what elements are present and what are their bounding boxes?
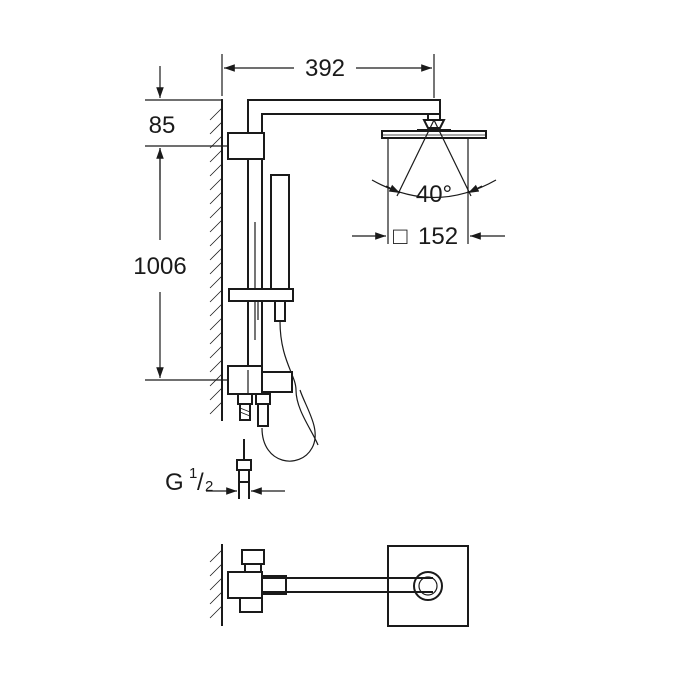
top-offset-label: 85 [149,112,176,139]
hand-shower [270,174,319,446]
thread-denominator: 2 [205,478,213,495]
plan-view-mounting [227,549,287,613]
thread-prefix-label: G [165,469,184,496]
head-size-label: 152 [418,223,458,250]
head-size-dimension [352,138,505,244]
rail-height-dimension [145,148,228,381]
spray-angle-label: 40° [416,181,452,208]
plan-view-wall [209,544,223,626]
hand-shower-holder [228,288,294,320]
overhead-shower-head [381,113,487,139]
connection-nipple-right [255,393,271,427]
wall-bracket-top [227,132,265,160]
plan-view-arm [261,577,433,593]
head-size-square-symbol: □ [393,223,408,250]
spray-angle-dimension [371,119,497,199]
supply-fitting-detail [236,439,252,499]
thread-numerator: 1 [189,465,197,482]
wall-hatching [209,99,223,421]
plan-view-shower-head [387,545,469,627]
arm-length-label: 392 [305,55,345,82]
bottom-bracket-diverter [227,365,293,395]
shower-arm [247,99,441,115]
hand-shower-hose [261,389,316,462]
thread-slash: / [197,469,204,496]
arm-length-dimension [221,54,435,98]
connection-nipple-left [237,393,253,421]
rail-height-label: 1006 [133,253,186,280]
